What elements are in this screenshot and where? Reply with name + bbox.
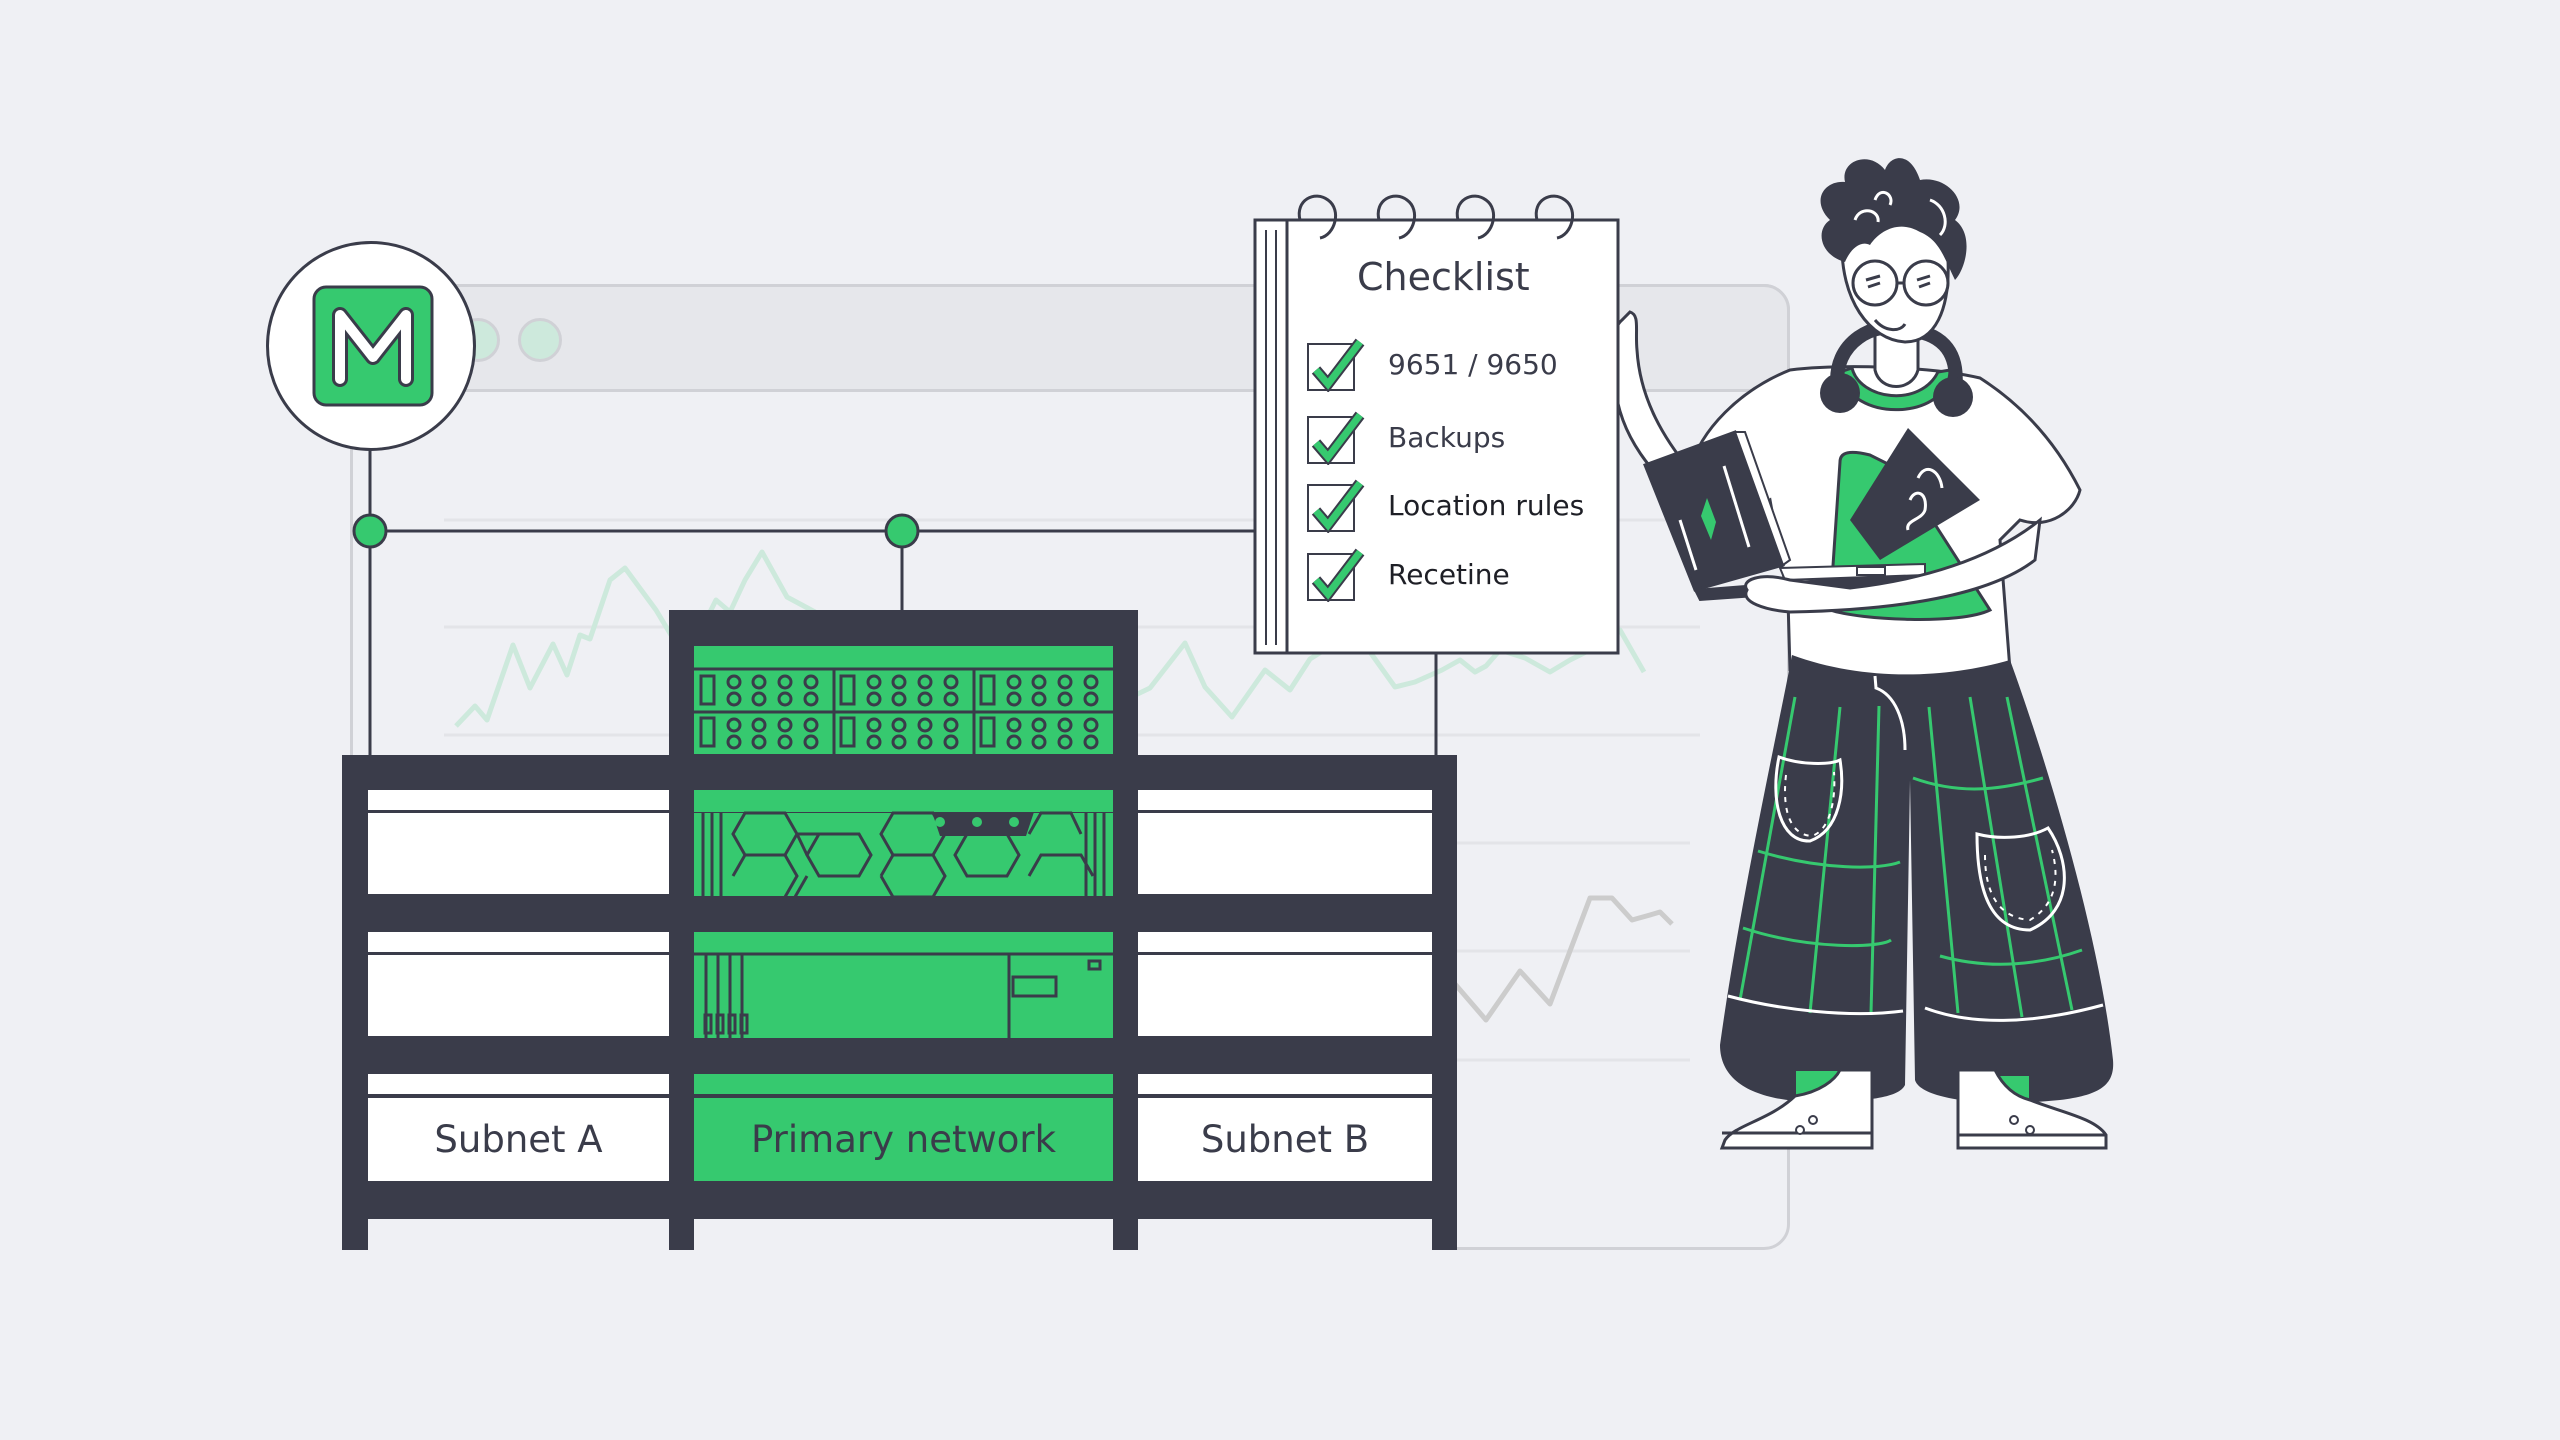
- checklist-item[interactable]: Backups: [1306, 409, 1505, 465]
- shoe-left: [1719, 1068, 1874, 1150]
- status-lights-bar: [932, 812, 1034, 836]
- brand-m-logo-icon: [312, 285, 434, 407]
- gray-trend-line: [1453, 895, 1674, 1023]
- checklist-item[interactable]: Location rules: [1306, 477, 1584, 533]
- checklist-item-label: Backups: [1388, 420, 1506, 454]
- spiral-rings: [1297, 194, 1575, 240]
- checklist-item-label: Location rules: [1388, 488, 1585, 522]
- checkbox-checked-icon[interactable]: [1306, 477, 1368, 533]
- headphone-right: [1933, 377, 1973, 417]
- hex-grille: [701, 811, 1106, 899]
- window-dot-2: [518, 318, 562, 362]
- checklist-item-label: Recetine: [1388, 557, 1510, 591]
- hair: [1820, 158, 1967, 280]
- checklist-item[interactable]: Recetine: [1306, 546, 1510, 602]
- checklist-item[interactable]: 9651 / 9650: [1306, 336, 1558, 392]
- rack-label-subnet-b: Subnet B: [1200, 1118, 1370, 1161]
- glasses-left: [1851, 259, 1899, 307]
- connection-node-center: [884, 513, 920, 549]
- rack-label-primary-network: Primary network: [751, 1118, 1056, 1161]
- rack-label-subnet-a: Subnet A: [434, 1118, 603, 1161]
- shoe-right: [1956, 1068, 2108, 1150]
- checkbox-checked-icon[interactable]: [1306, 546, 1368, 602]
- checklist-title: Checklist: [1357, 255, 1530, 299]
- holding-arm: [1744, 516, 2042, 614]
- pants: [1720, 655, 2114, 1103]
- checkbox-checked-icon[interactable]: [1306, 336, 1368, 392]
- checklist-item-label: 9651 / 9650: [1388, 347, 1558, 381]
- headphone-left: [1820, 373, 1860, 413]
- checkbox-checked-icon[interactable]: [1306, 409, 1368, 465]
- connection-node-left: [352, 513, 388, 549]
